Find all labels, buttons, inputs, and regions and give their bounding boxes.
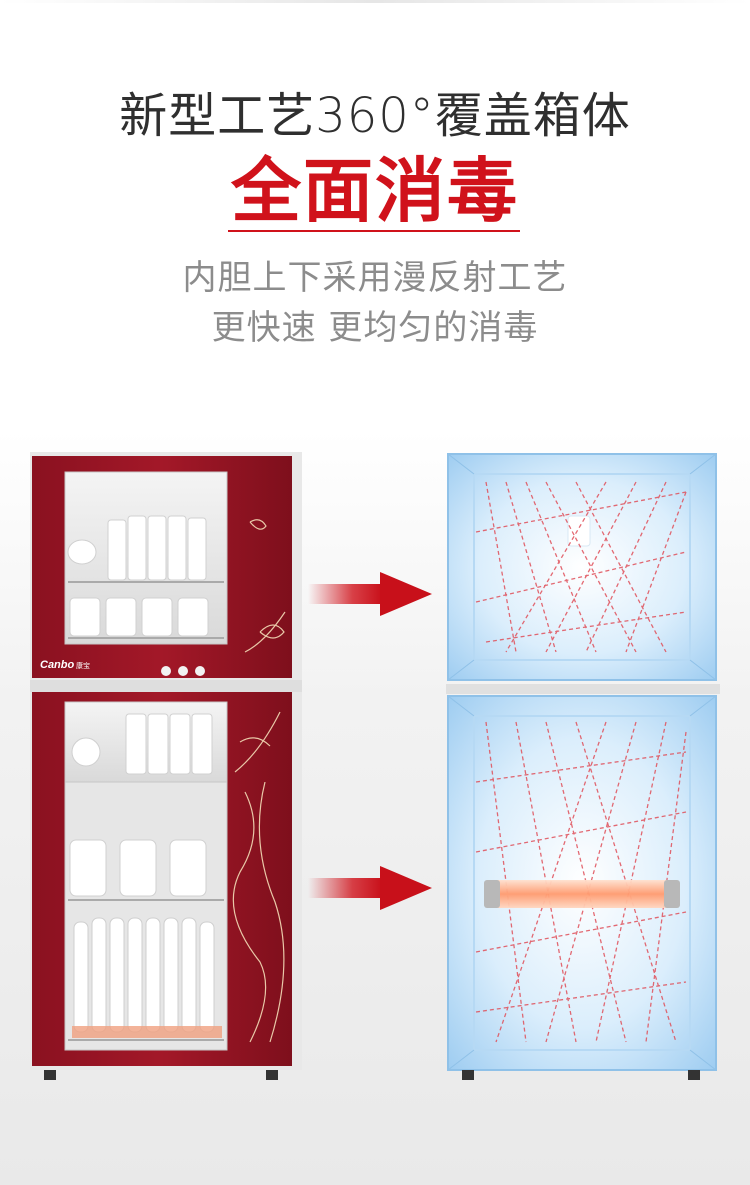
page-title: 新型工艺360°覆盖箱体 bbox=[119, 88, 631, 144]
top-divider bbox=[0, 0, 750, 3]
heater-tube-icon bbox=[484, 880, 680, 908]
cabinet-product-image: Canbo 康宝 bbox=[30, 452, 302, 783]
sterilization-diagram bbox=[446, 453, 720, 1080]
description-line-2: 更快速 更均匀的消毒 bbox=[211, 308, 539, 348]
description-line-1: 内胆上下采用漫反射工艺 bbox=[182, 258, 568, 298]
cabinet-lower-image bbox=[30, 782, 302, 1080]
arrow-right-icon bbox=[308, 866, 432, 910]
svg-text:康宝: 康宝 bbox=[76, 661, 90, 670]
headline: 全面消毒 bbox=[231, 150, 519, 232]
uv-lamp-icon bbox=[567, 515, 591, 547]
arrow-right-icon bbox=[308, 572, 432, 616]
headline-underline bbox=[228, 230, 520, 232]
brand-logo: Canbo bbox=[40, 659, 75, 671]
